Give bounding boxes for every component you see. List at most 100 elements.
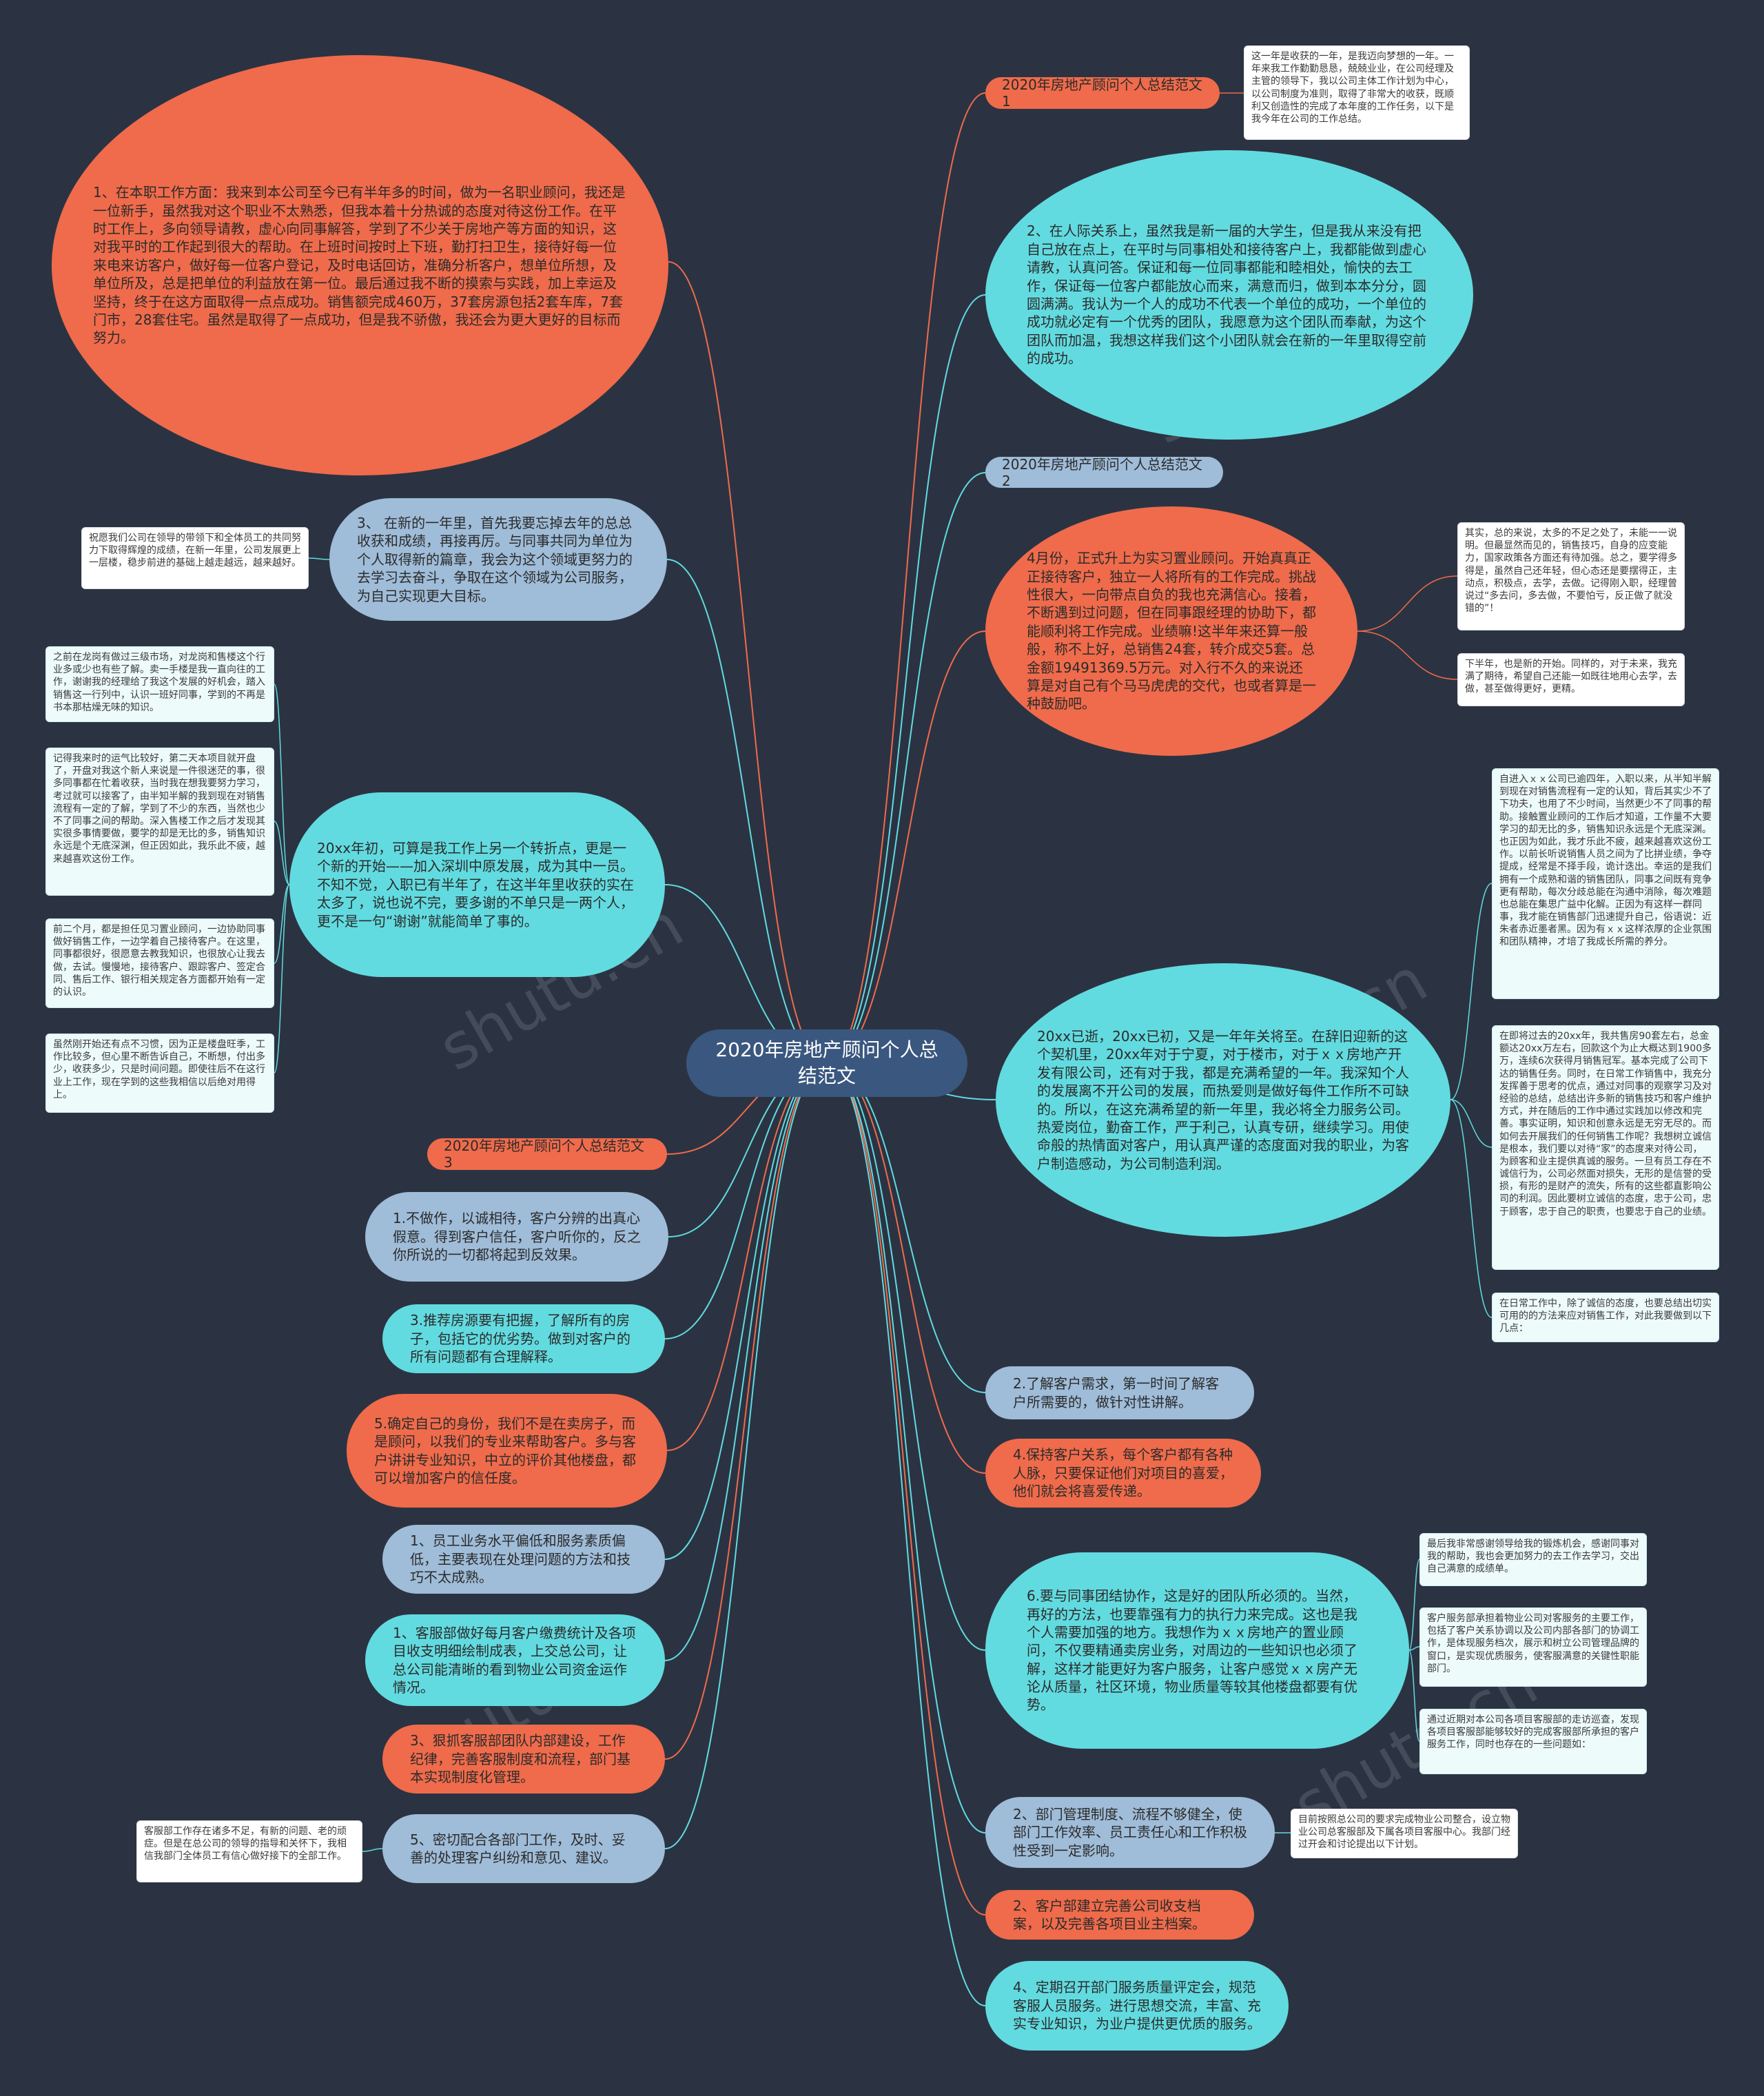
branch-label-text: 2020年房地产顾问个人总结范文2 bbox=[1002, 457, 1202, 488]
note-daily-work[interactable]: 在日常工作中，除了诚信的态度，也要总结出切实可用的的方法来应对销售工作，对此我要… bbox=[1492, 1293, 1719, 1342]
main-connector bbox=[826, 294, 986, 1064]
node-turning-point[interactable]: 20xx年初，可算是我工作上另一个转折点，更是一个新的开始——加入深圳中原发展，… bbox=[289, 792, 665, 977]
branch-label-2[interactable]: 2020年房地产顾问个人总结范文2 bbox=[985, 457, 1223, 488]
note-thanks[interactable]: 最后我非常感谢领导给我的锻炼机会，感谢同事对我的帮助，我也会更加努力的去工作去学… bbox=[1419, 1533, 1647, 1586]
node-identity[interactable]: 5.确定自己的身份，我们不是在卖房子，而是顾问，以我们的专业来帮助客户。多与客户… bbox=[347, 1394, 667, 1508]
node-fee-statistics[interactable]: 1、客服部做好每月客户缴费统计及各项目收支明细绘制成表，上交总公司，让总公司能清… bbox=[365, 1614, 665, 1706]
node-quality-meeting[interactable]: 4、定期召开部门服务质量评定会，规范客服人员服务。进行思想交流，丰富、充实专业知… bbox=[985, 1961, 1289, 2051]
node-text: 1、在本职工作方面：我来到本公司至今已有半年多的时间，做为一名职业顾问，我还是一… bbox=[93, 184, 626, 347]
note-text: 客服部工作存在诸多不足，有新的问题、老的顽症。但是在总公司的领导的指导和关怀下，… bbox=[144, 1826, 347, 1862]
node-text: 3、狠抓客服部团队内部建设，工作纪律，完善客服制度和流程，部门基本实现制度化管理… bbox=[410, 1732, 630, 1786]
node-archives[interactable]: 2、客户部建立完善公司收支档案，以及完善各项目业主档案。 bbox=[985, 1890, 1254, 1940]
node-management-system[interactable]: 2、部门管理制度、流程不够健全，使部门工作效率、员工责任心和工作积极性受到一定影… bbox=[985, 1797, 1275, 1868]
note-wishes[interactable]: 祝愿我们公司在领导的带领下和全体员工的共同努力下取得辉煌的成绩，在新一年里，公司… bbox=[81, 527, 309, 589]
note-connector bbox=[1408, 1559, 1420, 1651]
node-text: 20xx已逝，20xx已初，又是一年年关将至。在辞旧迎新的这个契机里，20xx年… bbox=[1037, 1027, 1409, 1172]
note-text: 虽然刚开始还有点不习惯，因为正是楼盘旺季，工作比较多，但心里不断告诉自己，不断想… bbox=[53, 1039, 265, 1100]
note-trainee[interactable]: 前二个月，都是担任见习置业顾问，一边协助同事做好销售工作，一边学着自己接待客户。… bbox=[45, 918, 274, 1008]
note-text: 前二个月，都是担任见习置业顾问，一边协助同事做好销售工作，一边学着自己接待客户。… bbox=[53, 924, 265, 998]
note-connector bbox=[1357, 630, 1458, 680]
branch-label-text: 2020年房地产顾问个人总结范文1 bbox=[1002, 77, 1202, 109]
node-new-year-outlook[interactable]: 20xx已逝，20xx已初，又是一年年关将至。在辞旧迎新的这个契机里，20xx年… bbox=[996, 963, 1450, 1237]
node-text: 1.不做作，以诚相待，客户分辨的出真心假意。得到客户信任，客户听你的，反之你所说… bbox=[393, 1210, 641, 1264]
note-longgang[interactable]: 之前在龙岗有做过三级市场，对龙岗和售楼这个行业多或少也有些了解。卖一手楼是我一直… bbox=[45, 646, 274, 722]
note-text: 记得我来时的运气比较好，第二天本项目就开盘了，开盘对我这个新人来说是一件很迷茫的… bbox=[53, 753, 265, 865]
note-text: 祝愿我们公司在领导的带领下和全体员工的共同努力下取得辉煌的成绩，在新一年里，公司… bbox=[89, 533, 301, 569]
node-text: 2、在人际关系上，虽然我是新一届的大学生，但是我从来没有把自己放在点上，在平时与… bbox=[1027, 223, 1426, 367]
node-text: 3.推荐房源要有把握，了解所有的房子，包括它的优劣势。做到对客户的所有问题都有合… bbox=[410, 1312, 630, 1366]
main-connector bbox=[826, 1062, 986, 1833]
note-harvest-year[interactable]: 这一年是收获的一年，是我迈向梦想的一年。一年来我工作勤勤恳恳，兢兢业业，在公司经… bbox=[1244, 45, 1470, 140]
note-inspection[interactable]: 通过近期对本公司各项目客服部的走访巡查，发现各项目客服部能够较好的完成客服部所承… bbox=[1419, 1709, 1647, 1774]
node-cooperation[interactable]: 5、密切配合各部门工作，及时、妥善的处理客户纠纷和意见、建议。 bbox=[382, 1814, 665, 1883]
note-sales-result[interactable]: 在即将过去的20xx年，我共售房90套左右，总金额达20xx万左右，回款这个为止… bbox=[1492, 1025, 1719, 1270]
note-service-shortfall[interactable]: 客服部工作存在诸多不足，有新的问题、老的顽症。但是在总公司的领导的指导和关怀下，… bbox=[136, 1820, 362, 1882]
node-text: 4、定期召开部门服务质量评定会，规范客服人员服务。进行思想交流，丰富、充实专业知… bbox=[1013, 1979, 1261, 2033]
note-text: 目前按照总公司的要求完成物业公司整合，设立物业公司总客服部及下属各项目客服中心。… bbox=[1298, 1814, 1510, 1851]
node-work-performance[interactable]: 1、在本职工作方面：我来到本公司至今已有半年多的时间，做为一名职业顾问，我还是一… bbox=[52, 55, 668, 475]
note-connector bbox=[1357, 575, 1458, 632]
note-connector bbox=[1408, 1650, 1420, 1742]
node-text: 3、 在新的一年里，首先我要忘掉去年的总总收获和成绩，再接再厉。与同事共同为单位… bbox=[357, 515, 633, 604]
note-connector bbox=[1450, 883, 1493, 1100]
node-relationships[interactable]: 2、在人际关系上，虽然我是新一届的大学生，但是我从来没有把自己放在点上，在平时与… bbox=[985, 150, 1473, 440]
node-customer-needs[interactable]: 2.了解客户需求，第一时间了解客户所需要的，做针对性讲解。 bbox=[985, 1366, 1254, 1419]
note-text: 在日常工作中，除了诚信的态度，也要总结出切实可用的的方法来应对销售工作，对此我要… bbox=[1499, 1298, 1712, 1335]
note-connector bbox=[274, 884, 290, 1073]
note-opening[interactable]: 记得我来时的运气比较好，第二天本项目就开盘了，开盘对我这个新人来说是一件很迷茫的… bbox=[45, 748, 274, 896]
note-connector bbox=[1408, 1646, 1420, 1651]
main-connector bbox=[664, 1062, 828, 1849]
branch-label-3[interactable]: 2020年房地产顾问个人总结范文3 bbox=[427, 1138, 667, 1170]
note-text: 客户服务部承担着物业公司对客服务的主要工作，包括了客户关系协调以及公司内部各部门… bbox=[1427, 1613, 1639, 1674]
note-service-dept[interactable]: 客户服务部承担着物业公司对客服务的主要工作，包括了客户关系协调以及公司内部各部门… bbox=[1419, 1607, 1647, 1687]
note-text: 自进入ｘｘ公司已逾四年，入职以来，从半知半解到现在对销售流程有一定的认知，背后其… bbox=[1499, 774, 1712, 948]
note-text: 通过近期对本公司各项目客服部的走访巡查，发现各项目客服部能够较好的完成客服部所承… bbox=[1427, 1714, 1639, 1751]
node-text: 2、部门管理制度、流程不够健全，使部门工作效率、员工责任心和工作积极性受到一定影… bbox=[1013, 1805, 1247, 1859]
note-text: 这一年是收获的一年，是我迈向梦想的一年。一年来我工作勤勤恳恳，兢兢业业，在公司经… bbox=[1251, 51, 1454, 125]
node-text: 6.要与同事团结协作，这是好的团队所必须的。当然，再好的方法，也要靠强有力的执行… bbox=[1027, 1588, 1357, 1714]
note-connector bbox=[1450, 1099, 1493, 1318]
note-text: 在即将过去的20xx年，我共售房90套左右，总金额达20xx万左右，回款这个为止… bbox=[1499, 1031, 1712, 1217]
note-adjust[interactable]: 虽然刚开始还有点不习惯，因为正是楼盘旺季，工作比较多，但心里不断告诉自己，不断想… bbox=[45, 1034, 274, 1113]
node-sincerity[interactable]: 1.不做作，以诚相待，客户分辨的出真心假意。得到客户信任，客户听你的，反之你所说… bbox=[365, 1192, 668, 1282]
node-text: 1、客服部做好每月客户缴费统计及各项目收支明细绘制成表，上交总公司，让总公司能清… bbox=[393, 1624, 636, 1696]
node-text: 5.确定自己的身份，我们不是在卖房子，而是顾问，以我们的专业来帮助客户。多与客户… bbox=[374, 1415, 636, 1486]
note-shortcomings[interactable]: 其实，总的来说，太多的不足之处了，未能一一说明。但最显然而见的，销售技巧，自身的… bbox=[1457, 522, 1685, 630]
node-text: 2.了解客户需求，第一时间了解客户所需要的，做针对性讲解。 bbox=[1013, 1375, 1220, 1410]
note-text: 下半年，也是新的开始。同样的，对于未来，我充满了期待，希望自己还能一如既往地用心… bbox=[1465, 659, 1677, 695]
node-text: 4.保持客户关系，每个客户都有各种人脉，只要保证他们对项目的喜爱，他们就会将喜爱… bbox=[1013, 1446, 1233, 1500]
note-text: 其实，总的来说，太多的不足之处了，未能一一说明。但最显然而见的，销售技巧，自身的… bbox=[1465, 528, 1677, 615]
central-topic[interactable]: 2020年房地产顾问个人总结范文 bbox=[686, 1029, 967, 1097]
node-team-building[interactable]: 3、狠抓客服部团队内部建设，工作纪律，完善客服制度和流程，部门基本实现制度化管理… bbox=[382, 1725, 665, 1794]
note-connector bbox=[1450, 1099, 1493, 1148]
main-connector bbox=[826, 1062, 986, 1474]
node-recommend[interactable]: 3.推荐房源要有把握，了解所有的房子，包括它的优劣势。做到对客户的所有问题都有合… bbox=[382, 1304, 665, 1373]
main-connector bbox=[664, 1062, 828, 1661]
central-topic-text: 2020年房地产顾问个人总结范文 bbox=[715, 1038, 939, 1087]
main-connector bbox=[826, 1062, 986, 2006]
note-integration-plan[interactable]: 目前按照总公司的要求完成物业公司整合，设立物业公司总客服部及下属各项目客服中心。… bbox=[1291, 1809, 1518, 1858]
node-customer-relations[interactable]: 4.保持客户关系，每个客户都有各种人脉，只要保证他们对项目的喜爱，他们就会将喜爱… bbox=[985, 1439, 1261, 1508]
node-new-year-plan[interactable]: 3、 在新的一年里，首先我要忘掉去年的总总收获和成绩，再接再厉。与同事共同为单位… bbox=[329, 498, 667, 621]
node-april-promotion[interactable]: 4月份，正式升上为实习置业顾问。开始真真正正接待客户，独立一人将所有的工作完成。… bbox=[985, 506, 1357, 756]
main-connector bbox=[666, 1062, 828, 1451]
note-connector bbox=[362, 1848, 383, 1852]
note-connector bbox=[274, 884, 290, 964]
note-second-half[interactable]: 下半年，也是新的开始。同样的，对于未来，我充满了期待，希望自己还能一如既往地用心… bbox=[1457, 653, 1685, 706]
main-connector bbox=[664, 1062, 828, 1560]
main-connector bbox=[826, 1062, 986, 1393]
note-four-years[interactable]: 自进入ｘｘ公司已逾四年，入职以来，从半知半解到现在对销售流程有一定的认知，背后其… bbox=[1492, 768, 1719, 999]
note-text: 之前在龙岗有做过三级市场，对龙岗和售楼这个行业多或少也有些了解。卖一手楼是我一直… bbox=[53, 652, 265, 713]
node-teamwork[interactable]: 6.要与同事团结协作，这是好的团队所必须的。当然，再好的方法，也要靠强有力的执行… bbox=[985, 1552, 1409, 1749]
main-connector bbox=[826, 1062, 986, 1651]
main-connector bbox=[826, 472, 986, 1064]
branch-label-text: 2020年房地产顾问个人总结范文3 bbox=[444, 1138, 644, 1170]
main-connector bbox=[826, 92, 986, 1064]
node-text: 2、客户部建立完善公司收支档案，以及完善各项目业主档案。 bbox=[1013, 1897, 1206, 1932]
main-connector bbox=[826, 630, 986, 1064]
node-text: 4月份，正式升上为实习置业顾问。开始真真正正接待客户，独立一人将所有的工作完成。… bbox=[1027, 550, 1316, 712]
node-staff-level[interactable]: 1、员工业务水平偏低和服务素质偏低，主要表现在处理问题的方法和技巧不太成熟。 bbox=[382, 1525, 665, 1594]
main-connector bbox=[668, 261, 828, 1064]
branch-label-1[interactable]: 2020年房地产顾问个人总结范文1 bbox=[985, 77, 1220, 109]
node-text: 1、员工业务水平偏低和服务素质偏低，主要表现在处理问题的方法和技巧不太成熟。 bbox=[410, 1532, 630, 1586]
